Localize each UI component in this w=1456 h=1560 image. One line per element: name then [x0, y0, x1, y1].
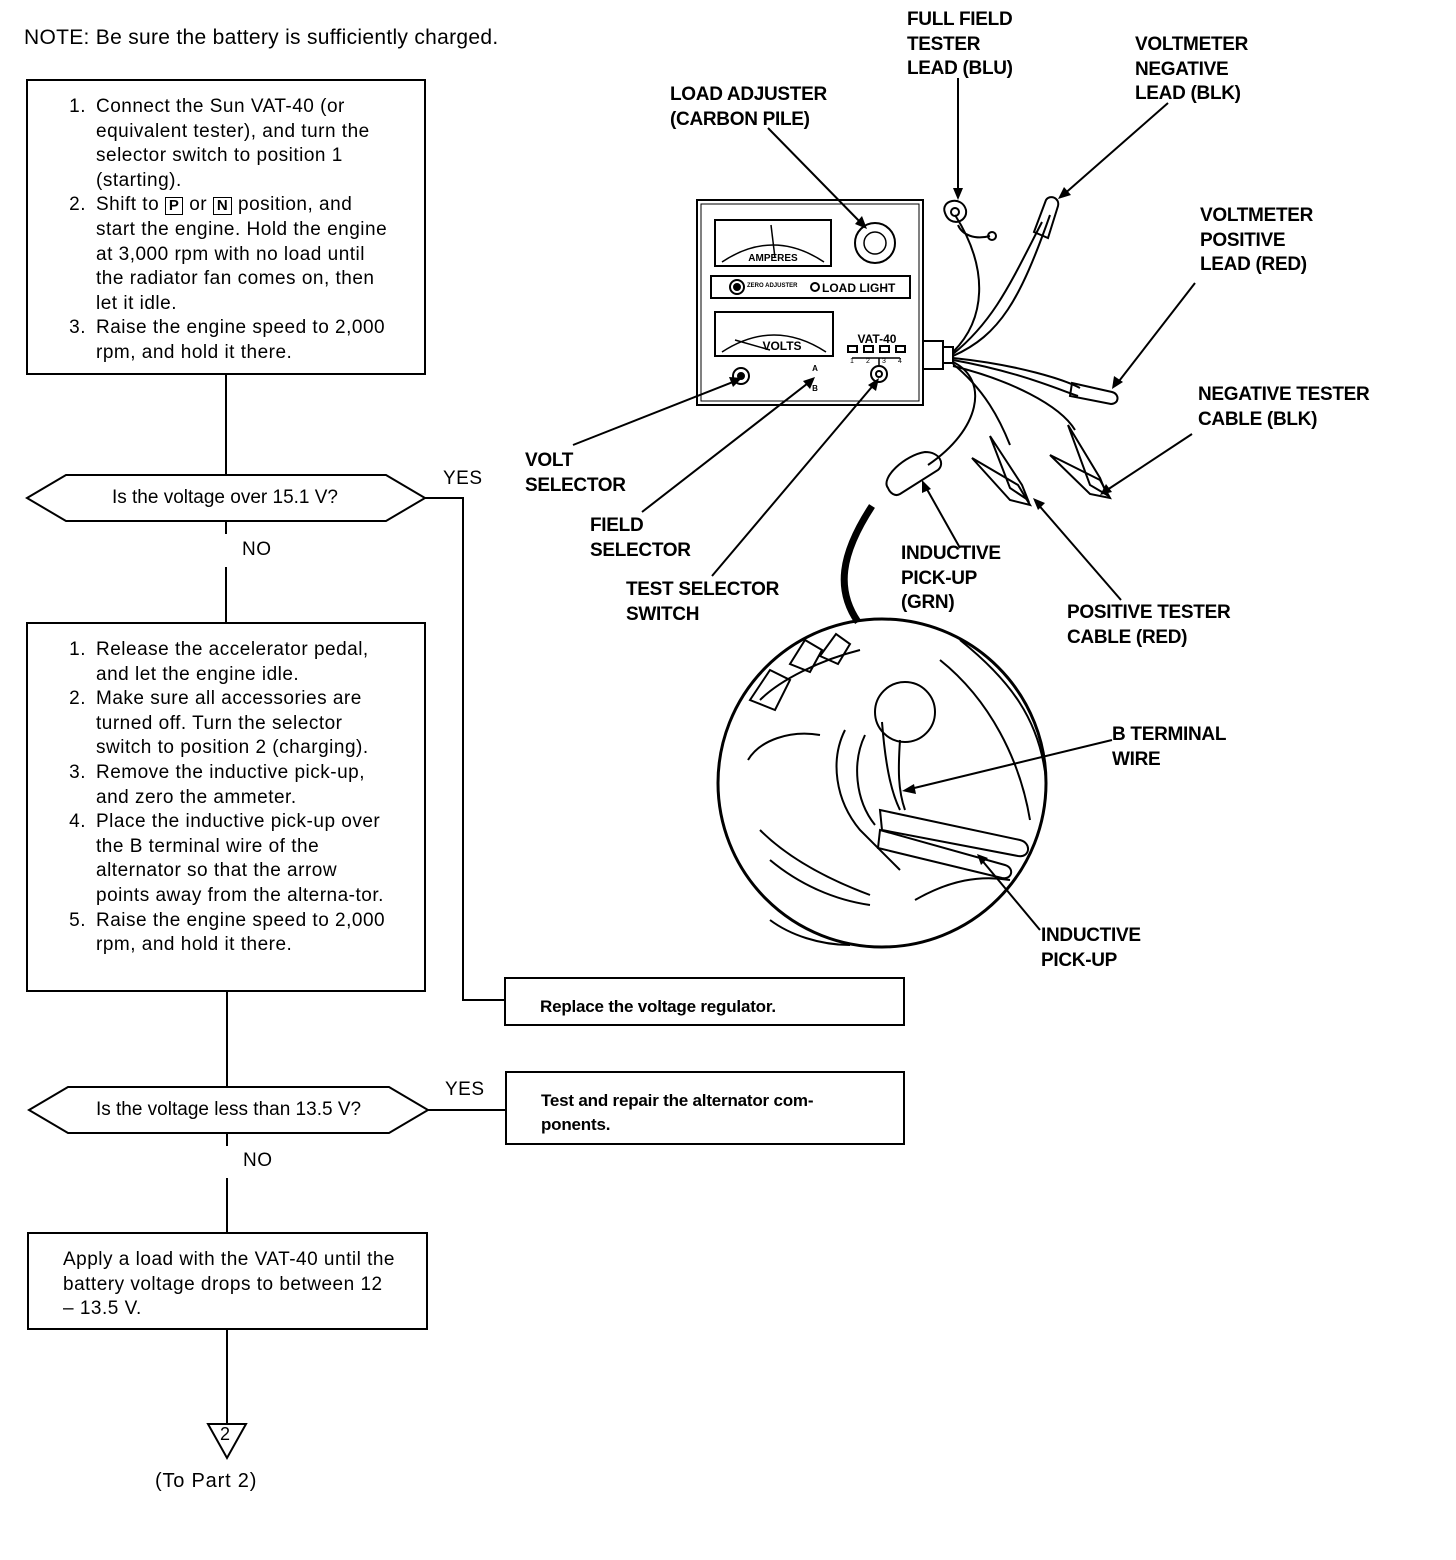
to-part-2-caption: (To Part 2) [155, 1470, 258, 1492]
label-positive-tester-cable: POSITIVE TESTER CABLE (RED) [1067, 602, 1231, 648]
decision-2-question: Is the voltage less than 13.5 V? [95, 1099, 362, 1120]
decision-1-question: Is the voltage over 15.1 V? [111, 487, 339, 508]
instruction-box-1: 1.Connect the Sun VAT-40 (or equivalent … [26, 79, 426, 375]
volt-selector-knob [732, 367, 750, 385]
switch-position-4: 4 [898, 358, 902, 365]
instruction-box-2: 1.Release the accelerator pedal, and let… [26, 622, 426, 992]
gear-p-icon: P [164, 197, 184, 216]
label-load-adjuster: LOAD ADJUSTER (CARBON PILE) [670, 84, 827, 130]
decision-2-no: NO [243, 1150, 273, 1171]
decision-diamond-1 [25, 474, 427, 522]
connector-number: 2 [220, 1424, 231, 1444]
leader-arrowheads [729, 187, 1123, 865]
label-test-selector-switch: TEST SELECTOR SWITCH [626, 579, 780, 625]
field-position-b: B [812, 384, 818, 393]
vat40-tester [696, 199, 954, 406]
label-volt-selector: VOLT SELECTOR [525, 450, 626, 496]
switch-position-2: 2 [866, 358, 870, 365]
load-light-label: LOAD LIGHT [822, 281, 896, 295]
decision-diamond-2 [27, 1086, 430, 1134]
note-text: NOTE: Be sure the battery is sufficientl… [24, 26, 499, 49]
step-1-1: 1.Connect the Sun VAT-40 (or equivalent … [69, 96, 370, 191]
result-replace-regulator: Replace the voltage regulator. [504, 977, 905, 1026]
decision-1-no: NO [242, 539, 272, 560]
test-selector-knob [870, 365, 888, 383]
volts-label: VOLTS [762, 339, 801, 353]
label-negative-tester-cable: NEGATIVE TESTER CABLE (BLK) [1198, 384, 1370, 430]
b-terminal-closeup [716, 617, 1048, 949]
gear-n-icon: N [212, 197, 233, 216]
magnifier-link [840, 504, 875, 624]
label-inductive-pickup-grn: INDUCTIVE PICK-UP (GRN) [901, 543, 1001, 613]
result-test-alternator: Test and repair the alternator com-ponen… [505, 1071, 905, 1145]
label-inductive-pickup: INDUCTIVE PICK-UP [1041, 925, 1141, 971]
zero-adjuster-label: ZERO ADJUSTER [747, 283, 798, 289]
decision-1-yes: YES [443, 468, 483, 489]
amperes-meter [714, 219, 832, 267]
step-2-1: 1.Release the accelerator pedal, and let… [69, 639, 369, 685]
switch-position-3: 3 [882, 358, 886, 365]
box-3-text: Apply a load with the VAT-40 until the b… [63, 1249, 395, 1320]
amperes-label: AMPERES [748, 253, 798, 264]
tester-cables [885, 196, 1119, 507]
switch-position-1: 1 [850, 358, 854, 365]
load-light-strip [710, 275, 911, 299]
step-2-4: 4.Place the inductive pick-up over the B… [69, 811, 384, 906]
connector-triangle [206, 1423, 248, 1461]
label-b-terminal-wire: B TERMINAL WIRE [1112, 724, 1227, 770]
leader-lines [572, 78, 1196, 931]
step-1-2: 2.Shift to P or N position, and start th… [69, 194, 388, 314]
step-1-3: 3.Raise the engine speed to 2,000 rpm, a… [69, 317, 386, 363]
label-voltmeter-negative-lead: VOLTMETER NEGATIVE LEAD (BLK) [1135, 34, 1249, 104]
label-full-field-tester-lead: FULL FIELD TESTER LEAD (BLU) [907, 9, 1013, 79]
tester-panel-text: AMPERES ZERO ADJUSTER LOAD LIGHT VOLTS V… [747, 253, 902, 393]
vat40-label: VAT-40 [858, 332, 897, 346]
step-2-2: 2.Make sure all accessories are turned o… [69, 688, 369, 759]
load-adjuster-knob [854, 222, 896, 264]
field-position-a: A [812, 364, 818, 373]
instruction-box-3: Apply a load with the VAT-40 until the b… [27, 1232, 428, 1330]
yes-line-1 [425, 497, 504, 1001]
step-2-3: 3.Remove the inductive pick-up, and zero… [69, 761, 366, 808]
volts-meter [714, 311, 834, 357]
step-2-5: 5.Raise the engine speed to 2,000 rpm, a… [69, 909, 386, 956]
label-field-selector: FIELD SELECTOR [590, 515, 691, 561]
decision-2-yes: YES [445, 1079, 485, 1100]
label-voltmeter-positive-lead: VOLTMETER POSITIVE LEAD (RED) [1200, 205, 1314, 275]
